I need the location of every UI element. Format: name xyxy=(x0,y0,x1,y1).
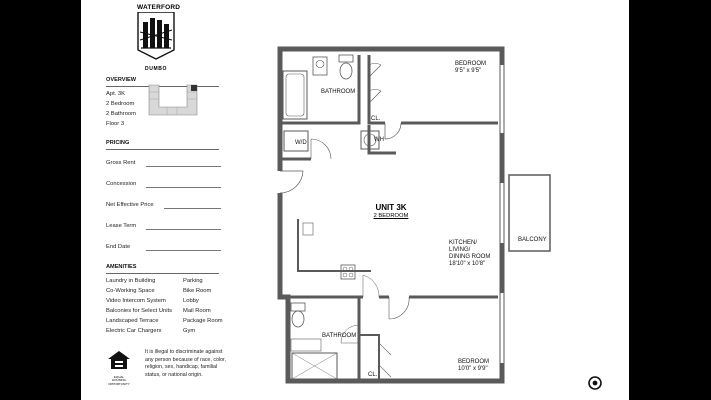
amenities-divider xyxy=(106,273,219,274)
overview-floor: Floor 3 xyxy=(106,121,125,127)
gross-rent-label: Gross Rent xyxy=(106,160,136,166)
waterford-logo: WATERFORD DUMBO xyxy=(137,4,181,72)
unit-floor-plan xyxy=(277,46,551,384)
bedroom1-dims: 9'5" x 9'5" xyxy=(455,68,482,74)
eho-line2: OPPORTUNITY xyxy=(108,381,130,386)
balcony-label: BALCONY xyxy=(518,237,547,243)
bedroom1-name: BEDROOM xyxy=(455,61,487,67)
amenity-item: Package Room xyxy=(183,318,223,324)
pricing-divider xyxy=(106,149,219,150)
amenity-item: Bike Room xyxy=(183,288,212,294)
concession-field xyxy=(146,187,221,188)
building-logo-icon xyxy=(137,11,175,60)
living-dims: 18'10" x 10'8" xyxy=(449,261,486,267)
balcony-outline xyxy=(508,174,551,252)
overview-bedrooms: 2 Bedroom xyxy=(106,101,135,107)
bathroom1-label: BATHROOM xyxy=(321,89,356,95)
living-label: KITCHEN/ LIVING/ DINING ROOM 18'10" x 10… xyxy=(449,240,490,268)
bedroom2-name: BEDROOM xyxy=(458,359,490,365)
closet1-label: CL. xyxy=(371,116,381,122)
concession-label: Concession xyxy=(106,181,137,187)
bathroom2-label: BATHROOM xyxy=(322,333,357,339)
bedroom2-dims: 10'0" x 9'9" xyxy=(458,366,488,372)
gross-rent-field xyxy=(146,166,221,167)
amenity-item: Laundry in Building xyxy=(106,278,156,284)
end-date-label: End Date xyxy=(106,244,131,250)
equal-housing-badge: EQUAL HOUSING OPPORTUNITY xyxy=(107,350,131,386)
eho-line1: EQUAL HOUSING xyxy=(111,375,126,383)
overview-divider xyxy=(106,86,219,87)
water-heater-label: WH xyxy=(374,137,384,143)
living-line1: KITCHEN/ xyxy=(449,240,478,246)
amenity-item: Gym xyxy=(183,328,196,334)
equal-housing-icon xyxy=(108,351,130,369)
amenity-item: Lobby xyxy=(183,298,199,304)
amenity-item: Electric Car Chargers xyxy=(106,328,162,334)
brand-icon xyxy=(588,376,602,390)
amenity-item: Mail Room xyxy=(183,308,211,314)
bedroom1-label: BEDROOM 9'5" x 9'5" xyxy=(455,61,486,75)
closet2-label: CL. xyxy=(368,372,378,378)
keyplan-unit-highlight xyxy=(191,85,197,91)
building-keyplan xyxy=(148,84,198,116)
floor-plan-sheet: WATERFORD DUMBO OVERVIEW Apt. 3K 2 Bedro… xyxy=(81,0,629,400)
amenity-item: Co-Working Space xyxy=(106,288,155,294)
logo-bottom-text: DUMBO xyxy=(145,66,167,72)
overview-heading: OVERVIEW xyxy=(106,77,137,83)
bedroom2-label: BEDROOM 10'0" x 9'9" xyxy=(458,359,489,373)
lease-term-field xyxy=(146,229,221,230)
lease-term-label: Lease Term xyxy=(106,223,137,229)
unit-title: UNIT 3K xyxy=(375,203,407,212)
amenity-item: Balconies for Select Units xyxy=(106,308,173,314)
fair-housing-notice: It is illegal to discriminate against an… xyxy=(145,349,226,378)
net-effective-label: Net Effective Price xyxy=(106,202,154,208)
overview-apt: Apt. 3K xyxy=(106,91,126,97)
amenity-item: Parking xyxy=(183,278,203,284)
net-effective-field xyxy=(164,208,221,209)
amenity-item: Landscaped Terrace xyxy=(106,318,159,324)
living-line2: LIVING/ xyxy=(449,247,471,253)
washer-dryer-label: W/D xyxy=(295,140,307,146)
logo-top-text: WATERFORD xyxy=(137,4,181,11)
amenities-heading: AMENITIES xyxy=(106,264,137,270)
unit-subtitle: 2 BEDROOM xyxy=(373,213,409,219)
pricing-heading: PRICING xyxy=(106,140,130,146)
amenity-item: Video Intercom System xyxy=(106,298,166,304)
overview-bathrooms: 2 Bathroom xyxy=(106,111,136,117)
living-line3: DINING ROOM xyxy=(449,254,491,260)
end-date-field xyxy=(146,250,221,251)
